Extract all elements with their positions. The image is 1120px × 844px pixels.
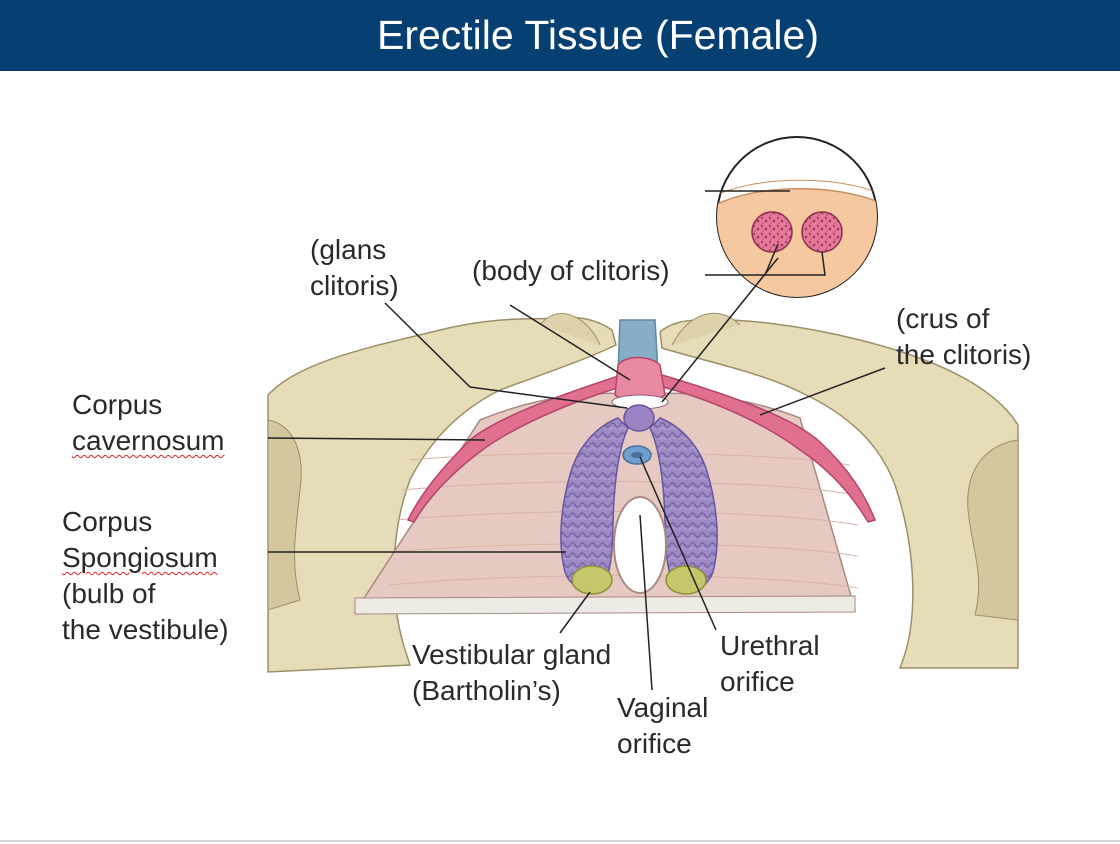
crus-right <box>649 371 877 523</box>
label-corpus-spongiosum: Corpus Spongiosum (bulb of the vestibule… <box>62 506 229 645</box>
label-vestibular-gland: Vestibular gland (Bartholin’s) <box>412 639 612 706</box>
footer-divider <box>0 840 1120 842</box>
label-vaginal-orifice: Vaginal orifice <box>617 692 709 759</box>
title-bar: Erectile Tissue (Female) <box>0 0 1120 71</box>
vaginal-orifice-shape <box>613 496 667 594</box>
urethral-opening <box>631 452 643 458</box>
label-corpus-cavernosum: Corpus cavernosum <box>72 389 225 456</box>
glans-clitoris <box>623 404 655 432</box>
vestibular-gland-left <box>571 565 613 595</box>
label-urethral-orifice: Urethral orifice <box>720 630 820 697</box>
cross-section-inset <box>716 136 878 298</box>
leader-lines <box>267 190 886 691</box>
crus-left <box>406 371 633 523</box>
label-body-of-clitoris: (body of clitoris) <box>472 255 670 286</box>
pelvic-bone <box>267 312 1019 673</box>
slide-title: Erectile Tissue (Female) <box>376 12 819 58</box>
label-glans-clitoris: (glans clitoris) <box>310 234 399 301</box>
vestibular-gland-right <box>665 565 707 595</box>
label-crus-of-clitoris: (crus of the clitoris) <box>896 303 1032 370</box>
membrane-edge <box>354 595 856 615</box>
